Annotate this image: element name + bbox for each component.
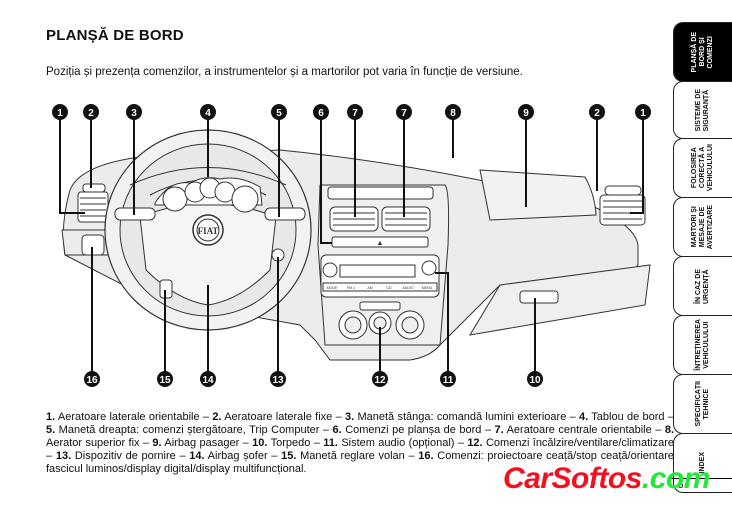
callout-3: 3 <box>126 104 142 120</box>
instrument-cluster <box>154 177 263 213</box>
svg-text:AUDIO: AUDIO <box>402 286 413 290</box>
svg-text:12: 12 <box>374 375 386 386</box>
svg-text:4: 4 <box>205 108 211 119</box>
tab-baseline <box>670 478 732 479</box>
legend-item: 16. Comenzi: proiectoare ceață/stop ceaț… <box>46 450 674 475</box>
intro-text: Poziția și prezența comenzilor, a instru… <box>46 66 523 78</box>
svg-text:CD: CD <box>386 286 392 290</box>
legend-item: 6. Comenzi pe planșa de bord <box>332 424 482 436</box>
callout-15: 15 <box>157 371 173 387</box>
legend-item: 13. Dispozitiv de pornire <box>55 450 176 462</box>
svg-text:5: 5 <box>276 108 282 119</box>
svg-text:11: 11 <box>443 375 454 386</box>
svg-text:FM 1: FM 1 <box>347 286 355 290</box>
right-side-vent <box>599 194 646 226</box>
svg-text:1: 1 <box>640 108 646 119</box>
radio-buttons: MODE FM 1 AM CD AUDIO MENU <box>322 282 438 292</box>
callout-2-left: 2 <box>83 104 99 120</box>
legend-item: 8. Aerator superior fix <box>46 424 675 449</box>
tab-plansa-de-bord[interactable]: PLANȘĂ DE BORD ȘI COMENZI <box>673 22 732 82</box>
page-title: PLANȘĂ DE BORD <box>46 27 184 44</box>
callout-13: 13 <box>270 371 286 387</box>
legend-item: 12. Comenzi încălzire/ventilare/climatiz… <box>467 437 674 449</box>
svg-text:13: 13 <box>272 375 284 386</box>
callout-2-right: 2 <box>589 104 605 120</box>
svg-text:7: 7 <box>401 108 407 119</box>
tab-sisteme-de-siguranta[interactable]: SISTEME DE SIGURANȚĂ <box>673 81 732 139</box>
callout-16: 16 <box>84 371 100 387</box>
callout-7-left: 7 <box>347 104 363 120</box>
watermark: CarSoftos.com <box>503 462 710 495</box>
legend-item: 15. Manetă reglare volan <box>281 450 405 462</box>
tab-specificatii-tehnice[interactable]: SPECIFICAȚII TEHNICE <box>673 374 732 434</box>
callout-10: 10 <box>527 371 543 387</box>
callout-14: 14 <box>200 371 216 387</box>
steering-wheel: FIAT <box>104 129 312 331</box>
svg-text:FIAT: FIAT <box>198 226 219 236</box>
svg-text:2: 2 <box>88 108 94 119</box>
tab-in-caz-de-urgenta[interactable]: ÎN CAZ DE URGENȚĂ <box>673 256 732 316</box>
legend-item: 2. Aeratoare laterale fixe <box>212 411 333 423</box>
legend-item: 5. Manetă dreapta: comenzi ștergătoare, … <box>46 424 320 436</box>
svg-text:8: 8 <box>450 108 456 119</box>
svg-text:▲: ▲ <box>377 240 384 247</box>
legend-item: 9. Airbag pasager <box>152 437 240 449</box>
legend-item: 7. Aeratoare centrale orientabile <box>494 424 652 436</box>
legend-item: 3. Manetă stânga: comandă lumini exterio… <box>344 411 567 423</box>
legend-item: 10. Torpedo <box>252 437 311 449</box>
callout-7-right: 7 <box>396 104 412 120</box>
svg-text:3: 3 <box>131 108 137 119</box>
svg-text:10: 10 <box>529 375 541 386</box>
svg-text:MENU: MENU <box>422 286 433 290</box>
passenger-airbag-panel <box>479 169 597 221</box>
left-side-vent <box>77 191 109 223</box>
callout-11: 11 <box>440 371 456 387</box>
glovebox <box>469 264 651 336</box>
tab-folosirea-corecta[interactable]: FOLOSIREA CORECTĂ A VEHICULULUI <box>673 138 732 198</box>
callout-9: 9 <box>518 104 534 120</box>
legend-item: 11. Sistem audio (opțional) <box>323 437 455 449</box>
callout-4: 4 <box>200 104 216 120</box>
svg-text:15: 15 <box>159 375 171 386</box>
right-fixed-vent <box>604 185 642 196</box>
chapter-tabs: PLANȘĂ DE BORD ȘI COMENZI SISTEME DE SIG… <box>673 22 732 493</box>
tab-martori-si-mesaje[interactable]: MARTORI ȘI MESAJE DE AVERTIZARE <box>673 197 732 257</box>
glovebox-handle <box>519 290 559 304</box>
svg-text:7: 7 <box>352 108 358 119</box>
legend-caption: 1. Aeratoare laterale orientabile – 2. A… <box>46 411 675 475</box>
svg-text:14: 14 <box>202 375 214 386</box>
left-fixed-vent <box>82 183 106 193</box>
callout-1-left: 1 <box>52 104 68 120</box>
callout-5: 5 <box>271 104 287 120</box>
svg-text:MODE: MODE <box>327 286 338 290</box>
callout-1-right: 1 <box>635 104 651 120</box>
svg-text:1: 1 <box>57 108 63 119</box>
svg-text:16: 16 <box>86 375 98 386</box>
right-stalk <box>264 207 306 221</box>
svg-text:AM: AM <box>367 286 372 290</box>
center-console: ▲ MODE FM 1 AM CD AUDIO MENU <box>317 184 450 346</box>
page-number: 5 <box>678 480 684 491</box>
legend-item: 14. Airbag șofer <box>189 450 268 462</box>
callout-6: 6 <box>313 104 329 120</box>
legend-item: 4. Tablou de bord <box>579 411 665 423</box>
tab-intretinerea-vehiculului[interactable]: ÎNTREȚINEREA VEHICULULUI <box>673 315 732 375</box>
legend-item: 1. Aeratoare laterale orientabile <box>46 411 200 423</box>
dashboard-diagram: FIAT ▲ MODE FM 1 AM CD AUDIO <box>52 104 651 387</box>
tab-index[interactable]: INDEX <box>673 433 732 493</box>
svg-text:2: 2 <box>594 108 600 119</box>
callout-12: 12 <box>372 371 388 387</box>
callout-8: 8 <box>445 104 461 120</box>
leader-lines <box>59 112 644 378</box>
svg-text:6: 6 <box>318 108 324 119</box>
svg-text:9: 9 <box>523 108 529 119</box>
